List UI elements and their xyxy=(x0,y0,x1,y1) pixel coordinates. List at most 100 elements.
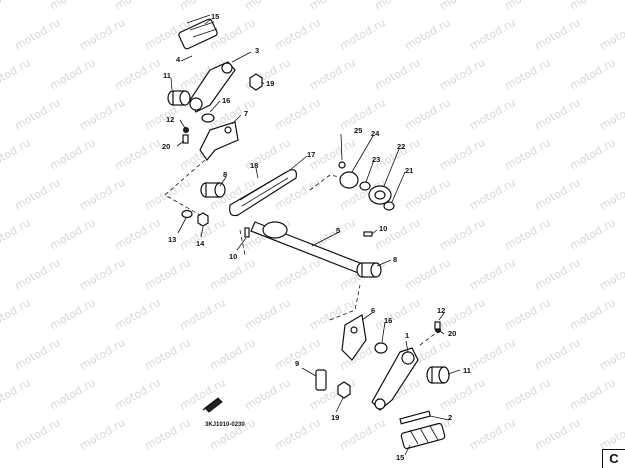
watermark-text: motod.ru xyxy=(48,136,98,172)
watermark-layer: motod.ru motod.ru motod.ru motod.ru motod.ru… xyxy=(0,0,625,453)
watermark-text: motod.ru xyxy=(78,336,128,372)
watermark-text: motod.ru xyxy=(598,176,625,212)
watermark-text: motod.ru xyxy=(598,416,625,452)
watermark-text: motod.ru xyxy=(113,136,163,172)
watermark-text: motod.ru xyxy=(208,256,258,292)
watermark-text: motod.ru xyxy=(533,96,583,132)
plate-9 xyxy=(315,369,327,391)
watermark-text: motod.ru xyxy=(338,416,388,452)
watermark-text: motod.ru xyxy=(308,56,358,92)
watermark-text: motod.ru xyxy=(13,16,63,52)
callout-4: 4 xyxy=(176,55,181,64)
washer-lower xyxy=(374,342,388,354)
upper-footpeg xyxy=(178,14,218,50)
leader-lines xyxy=(170,18,461,456)
watermark-text: motod.ru xyxy=(568,216,618,252)
watermark-text: motod.ru xyxy=(178,296,228,332)
watermark-text: motod.ru xyxy=(0,376,33,412)
watermark-text: motod.ru xyxy=(373,0,423,13)
watermark-text: motod.ru xyxy=(438,0,488,13)
watermark-text: motod.ru xyxy=(568,56,618,92)
watermark-text: motod.ru xyxy=(338,16,388,52)
watermark-text: motod.ru xyxy=(373,216,423,252)
callout-10-left: 10 xyxy=(229,252,237,261)
watermark-text: motod.ru xyxy=(113,56,163,92)
bolt-upper xyxy=(182,127,189,144)
watermark-text: motod.ru xyxy=(503,136,553,172)
watermark-text: motod.ru xyxy=(143,256,193,292)
watermark-text: motod.ru xyxy=(468,16,518,52)
watermark-text: motod.ru xyxy=(243,0,293,13)
callout-10-right: 10 xyxy=(379,224,387,233)
watermark-text: motod.ru xyxy=(273,256,323,292)
callout-8-upper: 8 xyxy=(223,170,227,179)
watermark-text: motod.ru xyxy=(403,16,453,52)
nut-lower xyxy=(337,381,351,399)
watermark-text: motod.ru xyxy=(13,96,63,132)
callout-25: 25 xyxy=(354,126,362,135)
lower-shift-arm xyxy=(371,347,419,411)
watermark-text: motod.ru xyxy=(503,56,553,92)
watermark-text: motod.ru xyxy=(468,416,518,452)
watermark-text: motod.ru xyxy=(273,96,323,132)
watermark-text: motod.ru xyxy=(243,296,293,332)
watermark-text: motod.ru xyxy=(0,136,33,172)
watermark-text: motod.ru xyxy=(0,56,33,92)
watermark-text: motod.ru xyxy=(533,256,583,292)
watermark-text: motod.ru xyxy=(78,176,128,212)
drive-chain xyxy=(229,169,297,217)
watermark-text: motod.ru xyxy=(243,376,293,412)
watermark-text: motod.ru xyxy=(438,136,488,172)
callout-11-lower: 11 xyxy=(463,366,471,375)
watermark-text: motod.ru xyxy=(403,256,453,292)
watermark-text: motod.ru xyxy=(273,416,323,452)
callout-1: 1 xyxy=(405,331,409,340)
callout-22: 22 xyxy=(397,142,405,151)
callout-17: 17 xyxy=(307,150,315,159)
nut-upper xyxy=(249,73,263,91)
callout-9: 9 xyxy=(295,359,299,368)
watermark-text: motod.ru xyxy=(78,96,128,132)
lower-bracket xyxy=(341,314,367,361)
callout-15-lower: 15 xyxy=(396,453,404,462)
callout-5: 5 xyxy=(336,226,340,235)
callout-6: 6 xyxy=(371,306,375,315)
nut-14 xyxy=(197,212,209,227)
bushing-lower xyxy=(426,366,450,384)
washer-upper xyxy=(201,113,215,123)
bolt-lower xyxy=(434,321,441,333)
pin-10-left xyxy=(244,227,250,238)
watermark-text: motod.ru xyxy=(178,376,228,412)
watermark-text: motod.ru xyxy=(468,96,518,132)
watermark-text: motod.ru xyxy=(143,336,193,372)
watermark-text: motod.ru xyxy=(403,176,453,212)
watermark-text: motod.ru xyxy=(438,216,488,252)
callout-16-lower: 16 xyxy=(384,316,392,325)
lower-footpeg xyxy=(399,410,446,450)
watermark-text: motod.ru xyxy=(338,96,388,132)
callout-20-upper: 20 xyxy=(162,142,170,151)
watermark-text: motod.ru xyxy=(373,296,423,332)
watermark-text: motod.ru xyxy=(113,376,163,412)
watermark-text: motod.ru xyxy=(48,216,98,252)
watermark-text: motod.ru xyxy=(533,336,583,372)
watermark-text: motod.ru xyxy=(273,16,323,52)
callout-12: 12 xyxy=(166,115,174,124)
callout-3: 3 xyxy=(255,46,259,55)
watermark-text: motod.ru xyxy=(503,216,553,252)
upper-bracket xyxy=(199,121,239,162)
watermark-text: motod.ru xyxy=(533,416,583,452)
callout-24: 24 xyxy=(371,129,380,138)
bushing-8-lower xyxy=(356,262,382,278)
watermark-text: motod.ru xyxy=(113,296,163,332)
callout-11-upper: 11 xyxy=(163,71,171,80)
watermark-text: motod.ru xyxy=(113,0,163,13)
watermark-text: motod.ru xyxy=(78,416,128,452)
watermark-text: motod.ru xyxy=(598,336,625,372)
reference-icon xyxy=(202,397,223,413)
watermark-text: motod.ru xyxy=(0,216,33,252)
watermark-text: motod.ru xyxy=(208,336,258,372)
watermark-text: motod.ru xyxy=(533,16,583,52)
bushing-upper xyxy=(167,90,191,106)
